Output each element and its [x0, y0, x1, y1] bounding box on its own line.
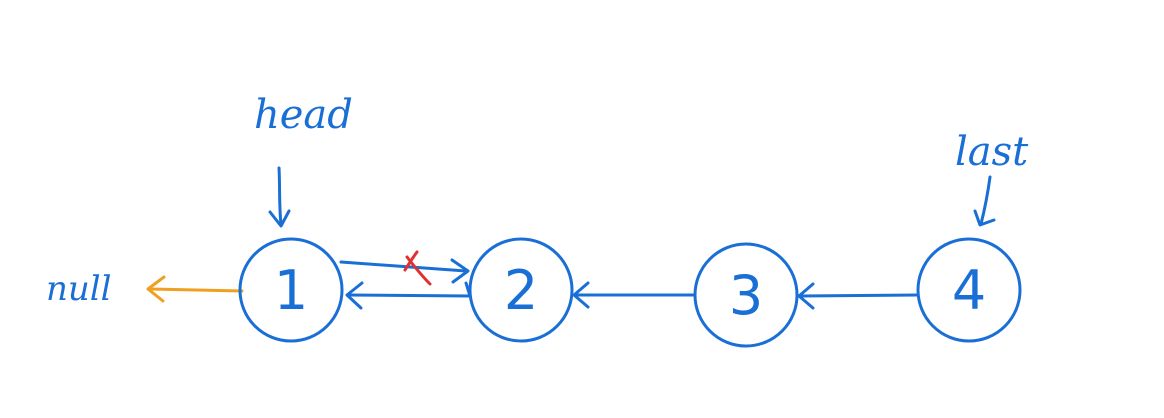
node-3-value: 3: [729, 264, 763, 327]
last-label: last: [955, 129, 1029, 175]
node-4-value: 4: [952, 259, 986, 322]
null-arrow: [146, 275, 244, 303]
cross-mark: [403, 250, 432, 286]
node-4: 4: [916, 237, 1022, 343]
node-3: 3: [693, 242, 799, 348]
prev-arrow-3-to-2: [572, 281, 697, 309]
last-pointer-arrow: [973, 175, 996, 227]
prev-arrow-2-to-1: [345, 281, 472, 310]
node-1-value: 1: [274, 259, 308, 322]
node-2-value: 2: [504, 259, 538, 322]
node-1: 1: [238, 237, 344, 343]
next-arrow-1-to-2-removed: [339, 258, 470, 284]
prev-arrow-4-to-3: [797, 282, 920, 310]
head-label: head: [254, 92, 353, 138]
null-label: null: [46, 269, 112, 309]
node-2: 2: [468, 237, 574, 343]
head-pointer-arrow: [268, 166, 291, 228]
